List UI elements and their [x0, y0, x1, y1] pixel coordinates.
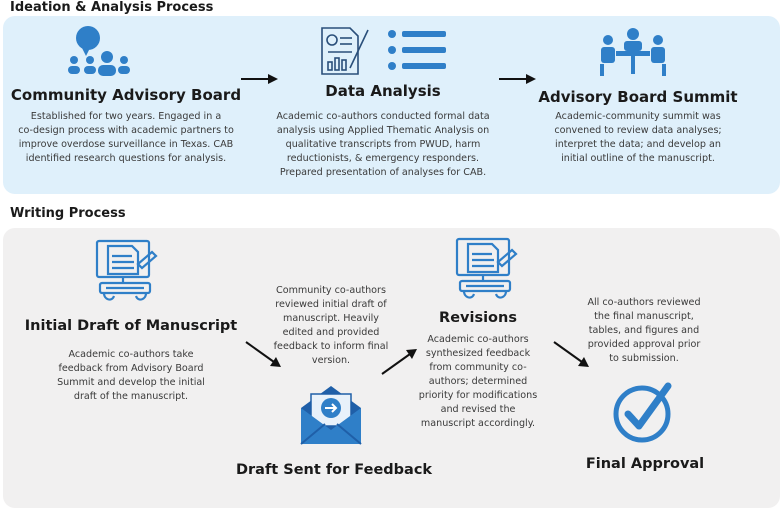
desc-line: reviewed initial draft of — [275, 299, 387, 310]
community-advisory-board-title: Community Advisory Board — [10, 86, 242, 104]
desc-line: to submission. — [609, 353, 679, 364]
desc-line: Academic co-authors conducted formal dat… — [276, 111, 490, 122]
revisions-node: Revisions Academic co-authors synthesize… — [414, 310, 542, 431]
data-analysis-title: Data Analysis — [325, 82, 441, 100]
final-approval-description-block: All co-authors reviewed the final manusc… — [580, 296, 708, 366]
desc-line: feedback from Advisory Board — [58, 363, 204, 374]
draft-sent-title-block: Draft Sent for Feedback — [236, 462, 433, 478]
desc-line: the final manuscript, — [594, 311, 694, 322]
desc-line: authors; determined — [428, 376, 528, 387]
data-analysis-description: Academic co-authors conducted formal dat… — [268, 110, 498, 180]
revisions-title: Revisions — [439, 310, 517, 326]
draft-sent-description-block: Community co-authors reviewed initial dr… — [258, 284, 404, 368]
desc-line: Academic co-authors — [427, 334, 529, 345]
desc-line: manuscript. Heavily — [283, 313, 379, 324]
computer-document-icon — [95, 239, 158, 301]
data-analysis-node: Data Analysis Academic co-authors conduc… — [268, 82, 498, 180]
desc-line: tables, and figures and — [588, 325, 700, 336]
desc-line: improve overdose surveillance in Texas. … — [18, 139, 234, 150]
initial-draft-description: Academic co-authors take feedback from A… — [24, 348, 238, 404]
final-approval-title: Final Approval — [585, 456, 705, 472]
desc-line: synthesized feedback — [425, 348, 531, 359]
desc-line: from community co- — [429, 362, 527, 373]
meeting-table-icon — [600, 28, 666, 76]
desc-line: Academic co-authors take — [68, 349, 194, 360]
check-circle-icon — [613, 382, 672, 443]
arrow-draft-to-feedback — [245, 341, 281, 367]
desc-line: initial outline of the manuscript. — [561, 153, 715, 164]
desc-line: Summit and develop the initial — [57, 377, 205, 388]
desc-line: and revised the — [440, 404, 516, 415]
arrow-revisions-to-approval — [553, 341, 589, 367]
envelope-icon — [300, 386, 362, 445]
draft-sent-title: Draft Sent for Feedback — [236, 462, 433, 478]
revisions-description: Academic co-authors synthesized feedback… — [414, 333, 542, 431]
arrow-cab-to-analysis — [241, 74, 278, 84]
ideation-section-title: Ideation & Analysis Process — [10, 0, 214, 15]
desc-line: All co-authors reviewed — [587, 297, 701, 308]
writing-section-title: Writing Process — [10, 206, 126, 221]
desc-line: draft of the manuscript. — [73, 391, 189, 402]
desc-line: manuscript accordingly. — [420, 418, 536, 429]
desc-line: Prepared presentation of analyses for CA… — [279, 167, 487, 178]
final-approval-title-block: Final Approval — [572, 456, 718, 472]
arrow-feedback-to-revisions — [381, 349, 417, 375]
community-group-icon — [68, 26, 130, 76]
desc-line: convened to review data analyses; — [554, 125, 722, 136]
desc-line: edited and provided — [282, 327, 380, 338]
community-advisory-board-description: Established for two years. Engaged in a … — [10, 110, 242, 166]
data-analysis-icon — [321, 27, 446, 75]
desc-line: analysis using Applied Thematic Analysis… — [276, 125, 490, 136]
desc-line: priority for modifications — [418, 390, 538, 401]
draft-sent-description: Community co-authors reviewed initial dr… — [258, 284, 404, 368]
desc-line: feedback to inform final — [273, 341, 389, 352]
desc-line: Established for two years. Engaged in a — [30, 111, 222, 122]
advisory-board-summit-title: Advisory Board Summit — [538, 88, 738, 106]
desc-line: qualitative transcripts from PWUD, harm — [285, 139, 481, 150]
desc-line: Community co-authors — [276, 285, 386, 296]
desc-line: reductionists, & emergency responders. — [286, 153, 480, 164]
desc-line: identified research questions for analys… — [25, 153, 227, 164]
desc-line: version. — [311, 355, 351, 366]
computer-document-icon — [455, 237, 518, 299]
advisory-board-summit-node: Advisory Board Summit Academic-community… — [530, 88, 746, 166]
initial-draft-node: Initial Draft of Manuscript Academic co-… — [24, 318, 238, 404]
desc-line: co-design process with academic partners… — [18, 125, 234, 136]
arrow-analysis-to-summit — [499, 74, 536, 84]
community-advisory-board-node: Community Advisory Board Established for… — [10, 86, 242, 166]
advisory-board-summit-description: Academic-community summit was convened t… — [530, 110, 746, 166]
ideation-panel — [3, 16, 780, 194]
desc-line: interpret the data; and develop an — [555, 139, 721, 150]
desc-line: provided approval prior — [587, 339, 701, 350]
initial-draft-title: Initial Draft of Manuscript — [24, 318, 238, 334]
desc-line: Academic-community summit was — [555, 111, 721, 122]
final-approval-description: All co-authors reviewed the final manusc… — [580, 296, 708, 366]
